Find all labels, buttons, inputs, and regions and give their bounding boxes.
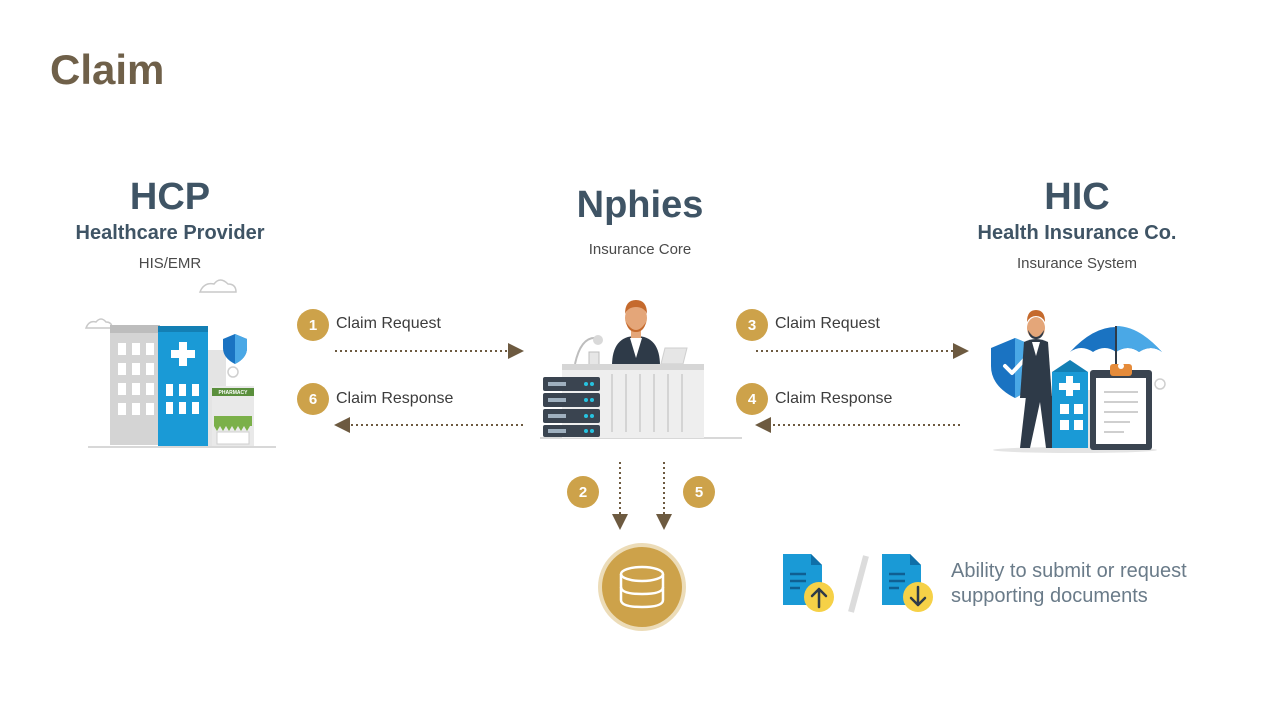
step-label-6: Claim Response [336, 390, 454, 407]
step-badge-3: 3 [736, 309, 768, 341]
step-badge-6: 6 [297, 383, 329, 415]
pharmacy-icon: PHARMACY [212, 386, 254, 446]
hcp-full-name: Healthcare Provider [75, 222, 265, 244]
nphies-abbr: Nphies [576, 184, 704, 226]
server-rack-icon [543, 377, 600, 437]
note-line-2: supporting documents [951, 585, 1148, 607]
pharmacy-sign: PHARMACY [219, 390, 249, 396]
step-badge-2: 2 [567, 476, 599, 508]
step-badge-5: 5 [683, 476, 715, 508]
hcp-abbr: HCP [129, 176, 211, 218]
document-download-icon [882, 554, 933, 612]
step-label-3: Claim Request [775, 315, 880, 332]
hcp-system: HIS/EMR [138, 255, 202, 272]
insurance-agent-icon [991, 310, 1157, 453]
note-line-1: Ability to submit or request [951, 560, 1187, 582]
hic-full-name: Health Insurance Co. [977, 222, 1177, 244]
database-icon [598, 543, 686, 631]
step-badge-4: 4 [736, 383, 768, 415]
page-title: Claim [50, 46, 165, 93]
document-divider [848, 555, 869, 613]
step-badge-1: 1 [297, 309, 329, 341]
nphies-system: Insurance Core [588, 241, 692, 258]
step-label-1: Claim Request [336, 315, 441, 332]
step-label-4: Claim Response [775, 390, 893, 407]
hic-abbr: HIC [1044, 176, 1110, 218]
clipboard-icon [1090, 363, 1166, 450]
hic-system: Insurance System [1016, 255, 1138, 272]
document-upload-icon [783, 554, 834, 612]
supporting-documents-note: Ability to submit or request supporting … [951, 559, 1187, 609]
